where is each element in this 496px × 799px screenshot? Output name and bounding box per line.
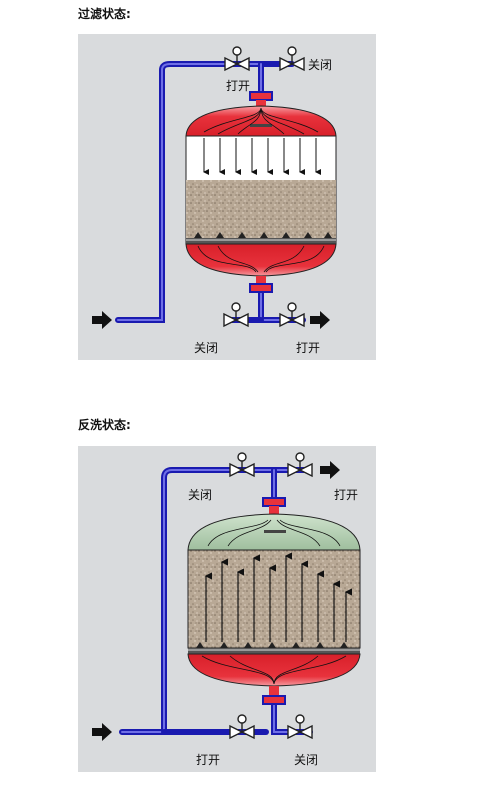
bottom-left-valve bbox=[223, 302, 249, 328]
filtration-state-title: 过滤状态: bbox=[78, 7, 131, 21]
outflow-streamlines bbox=[207, 519, 341, 547]
top-right-valve-label: 打开 bbox=[334, 488, 358, 502]
inlet-arrow-icon bbox=[92, 311, 112, 329]
bottom-right-valve-label: 打开 bbox=[296, 341, 320, 355]
top-left-valve bbox=[224, 46, 250, 72]
bottom-right-valve bbox=[287, 714, 313, 740]
outlet-arrow-icon bbox=[310, 311, 330, 329]
filter-vessel bbox=[185, 91, 337, 293]
inlet-arrow-icon bbox=[92, 723, 112, 741]
bottom-right-valve-label: 关闭 bbox=[294, 753, 318, 767]
bottom-right-valve bbox=[279, 302, 305, 328]
top-right-valve-label: 关闭 bbox=[308, 58, 332, 72]
backwash-diagram-panel: 关闭 打开 打开 关闭 bbox=[78, 446, 376, 772]
bottom-left-valve bbox=[229, 714, 255, 740]
backwash-state-title: 反洗状态: bbox=[78, 418, 131, 432]
inflow-streamlines bbox=[201, 655, 347, 685]
bottom-left-valve-label: 关闭 bbox=[194, 341, 218, 355]
top-right-valve bbox=[279, 46, 305, 72]
outflow-streamlines bbox=[197, 245, 325, 273]
inflow-streamlines bbox=[203, 107, 319, 135]
top-left-valve-label: 打开 bbox=[226, 79, 250, 93]
filtration-diagram-panel: 打开 关闭 关闭 打开 bbox=[78, 34, 376, 360]
top-right-valve bbox=[287, 452, 313, 478]
outlet-arrow-icon bbox=[320, 461, 340, 479]
filtration-diagram: 打开 关闭 关闭 打开 bbox=[92, 46, 337, 355]
top-left-valve bbox=[229, 452, 255, 478]
upward-flow-arrows bbox=[204, 552, 352, 642]
downward-flow-arrows bbox=[203, 138, 321, 175]
pipe-network bbox=[115, 61, 306, 323]
top-left-valve-label: 关闭 bbox=[188, 488, 212, 502]
bottom-left-valve-label: 打开 bbox=[196, 753, 220, 767]
backwash-diagram: 关闭 打开 打开 关闭 bbox=[92, 452, 361, 767]
